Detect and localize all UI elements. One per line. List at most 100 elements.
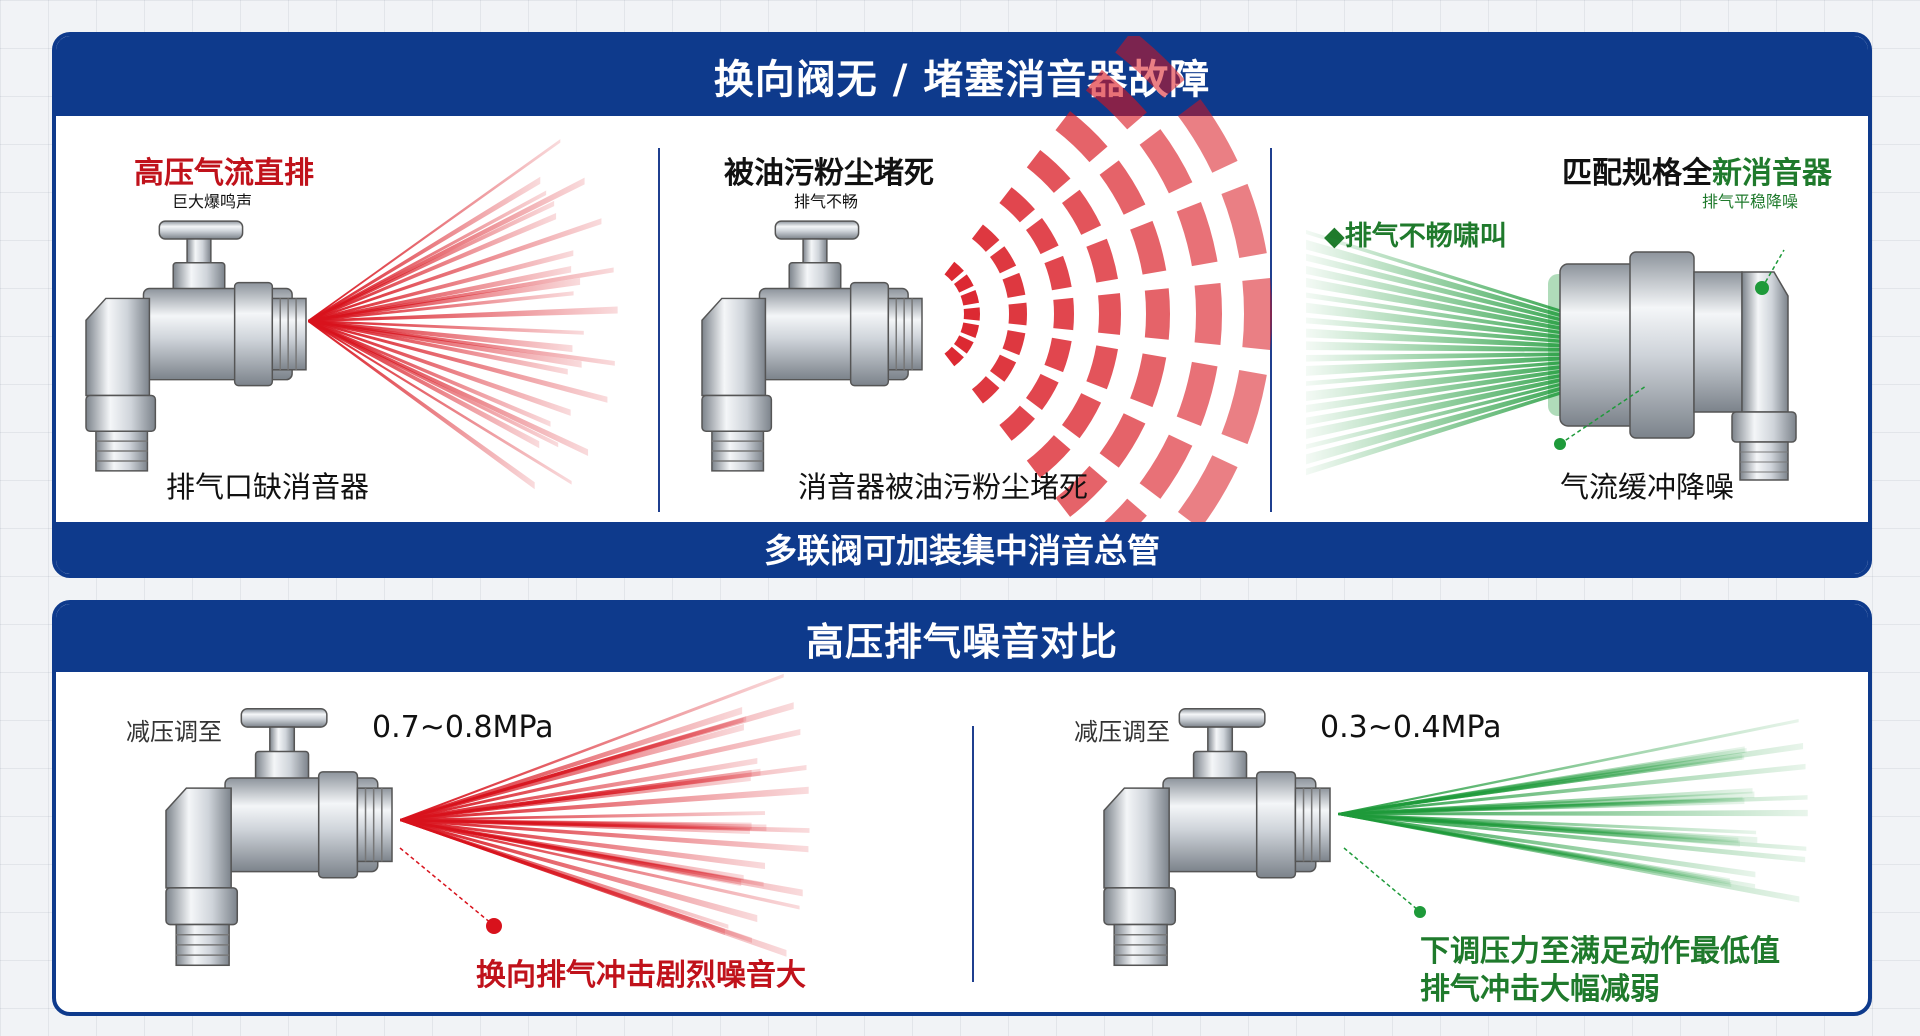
red-ray xyxy=(400,819,800,910)
red-wave-segment xyxy=(1221,183,1267,258)
col1-heading: 高压气流直排 xyxy=(134,156,314,191)
left-pressure-label: 减压调至 xyxy=(126,718,222,746)
col3-caption: 气流缓冲降噪 xyxy=(1560,470,1735,504)
col3-heading: 匹配规格全新消音器 xyxy=(1562,148,1832,192)
left-pressure-value: 0.7~0.8MPa xyxy=(372,710,554,745)
red-wave-segment xyxy=(1194,283,1222,345)
red-wave-segment xyxy=(1130,220,1167,275)
red-ray xyxy=(308,177,585,323)
red-ray xyxy=(308,320,608,403)
red-wave-segment xyxy=(1139,129,1193,194)
green-ray xyxy=(1338,809,1808,817)
green-ray xyxy=(1306,371,1596,439)
green-dot-icon xyxy=(1414,906,1426,918)
red-wave-segment xyxy=(1044,337,1072,373)
noise-comparison-title: 高压排气噪音对比 xyxy=(56,604,1868,672)
green-ray xyxy=(1338,796,1743,815)
red-ray xyxy=(308,320,584,335)
red-wave-segment xyxy=(1086,238,1118,283)
red-ray xyxy=(308,139,561,323)
left-caption: 换向排气冲击剧烈噪音大 xyxy=(476,958,806,993)
green-ray xyxy=(1306,341,1596,352)
fault-panel-footer: 多联阀可加装集中消音总管 xyxy=(56,522,1868,574)
red-ray xyxy=(308,278,581,322)
right-pressure-value: 0.3~0.4MPa xyxy=(1320,710,1502,745)
green-ray xyxy=(1306,377,1596,465)
red-ray xyxy=(308,218,602,322)
red-wave-segment xyxy=(971,224,1000,252)
red-wave-segment xyxy=(1008,302,1027,326)
fault-panel-title: 换向阀无 / 堵塞消音器故障 xyxy=(56,36,1868,116)
red-ray xyxy=(308,200,555,322)
red-ray xyxy=(400,707,743,821)
red-wave-segment xyxy=(1002,330,1026,356)
red-ray xyxy=(400,819,729,929)
red-wave-segment xyxy=(1055,465,1108,517)
red-ray xyxy=(308,320,571,416)
red-ray xyxy=(400,819,742,887)
red-ray xyxy=(308,190,547,322)
green-ray xyxy=(1306,302,1596,343)
red-ray xyxy=(308,320,540,449)
red-wave-segment xyxy=(989,246,1017,274)
red-ray xyxy=(400,786,809,821)
red-wave-segment xyxy=(1061,393,1102,439)
green-ray xyxy=(1306,380,1596,476)
col1-caption: 排气口缺消音器 xyxy=(166,470,370,504)
green-ray xyxy=(1338,813,1730,885)
red-wave-segment xyxy=(1026,435,1071,479)
green-ray xyxy=(1306,239,1596,327)
fault-panel: 换向阀无 / 堵塞消音器故障 高压气流直排 巨大爆鸣声 排气口缺消音器 被油污粉… xyxy=(52,32,1872,578)
red-wave-segment xyxy=(1025,373,1059,411)
red-wave-segment xyxy=(1044,255,1072,291)
red-ray xyxy=(308,320,615,366)
red-wave-segment xyxy=(989,354,1017,382)
green-ray xyxy=(1306,253,1596,330)
red-wave-segment xyxy=(1098,293,1121,335)
green-airflow-icon xyxy=(1338,719,1808,903)
red-ray xyxy=(308,265,572,322)
red-wave-segment xyxy=(944,346,964,367)
red-burst-icon xyxy=(400,673,810,957)
green-ray xyxy=(1306,292,1596,340)
red-ray xyxy=(400,819,750,834)
green-ray xyxy=(1306,317,1596,346)
red-wave-segment xyxy=(1139,434,1193,499)
red-wave-segment xyxy=(1221,370,1267,445)
green-ray xyxy=(1306,361,1596,401)
red-wave-segment xyxy=(953,274,974,293)
red-ray xyxy=(308,320,535,490)
green-ray xyxy=(1306,355,1596,376)
valve-icon xyxy=(85,220,307,472)
green-ray xyxy=(1338,813,1757,835)
green-ray xyxy=(1338,813,1756,878)
red-dot-icon xyxy=(486,918,502,934)
red-wave-segment xyxy=(1086,345,1118,390)
red-wave-segment xyxy=(1099,160,1146,215)
valve-icon xyxy=(701,220,923,472)
green-ray xyxy=(1338,753,1743,815)
red-ray xyxy=(308,320,551,427)
red-wave-segment xyxy=(963,307,980,321)
red-burst-icon xyxy=(308,139,618,490)
red-ray xyxy=(400,819,725,936)
red-wave-segment xyxy=(1055,111,1108,163)
red-ray xyxy=(308,250,574,322)
right-caption-line2: 排气冲击大幅减弱 xyxy=(1420,972,1660,1007)
red-wave-segment xyxy=(1144,288,1170,340)
red-ray xyxy=(308,320,568,375)
green-ray xyxy=(1306,358,1596,386)
green-airflow-icon xyxy=(1306,230,1596,476)
red-ray xyxy=(400,728,801,821)
noise-comparison-panel: 高压排气噪音对比 减压调至 0.7~0.8MPa 换向排气冲击剧烈噪音大 减压调… xyxy=(52,600,1872,1016)
valve-icon xyxy=(165,707,393,967)
red-wave-segment xyxy=(960,290,980,306)
red-wave-segment xyxy=(1099,413,1146,468)
col2-subheading: 排气不畅 xyxy=(794,192,859,211)
red-wave-segment xyxy=(1085,69,1147,130)
red-wave-segment xyxy=(1242,278,1272,350)
red-ray xyxy=(400,819,809,853)
col2-caption: 消音器被油污粉尘堵死 xyxy=(798,470,1089,504)
green-ray xyxy=(1338,763,1806,815)
silencer-icon xyxy=(1548,249,1797,481)
